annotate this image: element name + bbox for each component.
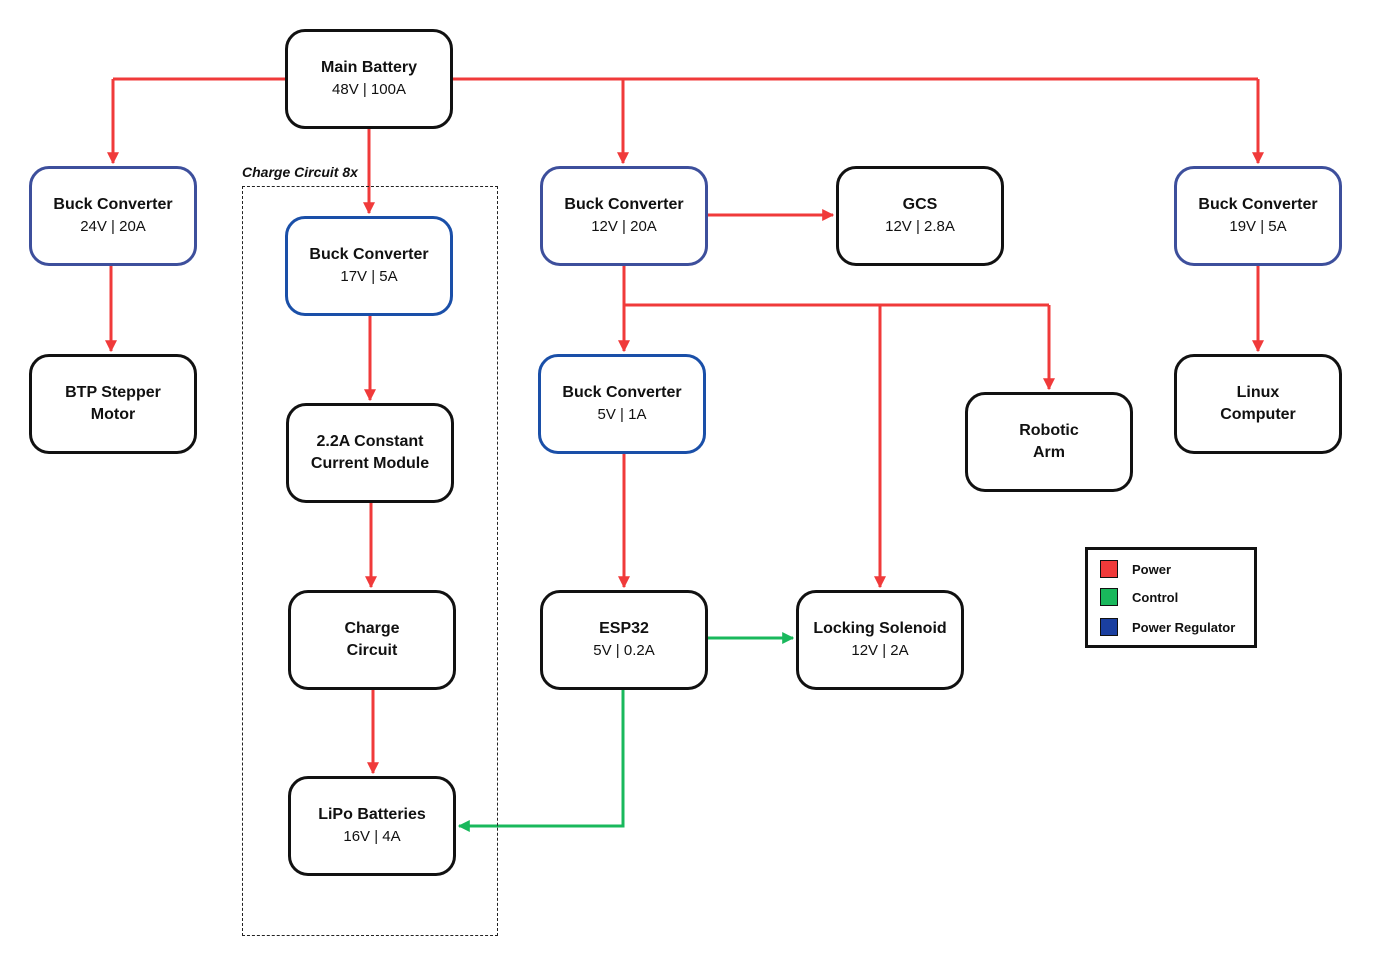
node-spec: 19V | 5A (1229, 218, 1287, 235)
legend-label: Control (1132, 589, 1179, 605)
node-title: Buck Converter (53, 196, 173, 213)
node-spec: 12V | 20A (591, 218, 657, 235)
node-title: Buck Converter (309, 246, 429, 263)
node-spec: 5V | 1A (597, 406, 647, 423)
node-spec: 12V | 2.8A (885, 218, 955, 235)
node-title: Linux Computer (1220, 384, 1296, 423)
linux-computer-node[interactable]: Linux Computer (1174, 354, 1342, 454)
node-spec: 48V | 100A (332, 81, 406, 98)
legend: Power Control Power Regulator (1085, 547, 1257, 648)
control-wire-to-lipo (457, 689, 625, 832)
buck-converter-17v-node[interactable]: Buck Converter 17V | 5A (285, 216, 453, 316)
buck-converter-24v-node[interactable]: Buck Converter 24V | 20A (29, 166, 197, 266)
charge-circuit-group (242, 186, 498, 936)
node-title: Robotic Arm (1019, 422, 1079, 461)
node-title: Buck Converter (562, 384, 682, 401)
node-title: Buck Converter (1198, 196, 1318, 213)
legend-item-power-regulator: Power Regulator (1100, 618, 1235, 636)
legend-swatch (1100, 618, 1118, 636)
legend-item-control: Control (1100, 588, 1178, 606)
node-title: ESP32 (599, 620, 649, 637)
esp32-node[interactable]: ESP32 5V | 0.2A (540, 590, 708, 690)
node-title: Locking Solenoid (813, 620, 947, 637)
buck-converter-12v-node[interactable]: Buck Converter 12V | 20A (540, 166, 708, 266)
node-title: Main Battery (320, 59, 418, 76)
node-spec: 17V | 5A (340, 268, 398, 285)
locking-solenoid-node[interactable]: Locking Solenoid 12V | 2A (796, 590, 964, 690)
node-title: Charge Circuit (344, 620, 400, 659)
node-spec: 12V | 2A (851, 642, 909, 659)
buck-converter-5v-node[interactable]: Buck Converter 5V | 1A (538, 354, 706, 454)
node-title: GCS (902, 196, 938, 213)
constant-current-module-node[interactable]: 2.2A Constant Current Module (286, 403, 454, 503)
charge-circuit-group-label: Charge Circuit 8x (242, 164, 358, 180)
node-title: BTP Stepper Motor (65, 384, 161, 423)
lipo-batteries-node[interactable]: LiPo Batteries 16V | 4A (288, 776, 456, 876)
node-title: 2.2A Constant Current Module (310, 433, 430, 472)
robotic-arm-node[interactable]: Robotic Arm (965, 392, 1133, 492)
legend-swatch (1100, 588, 1118, 606)
legend-swatch (1100, 560, 1118, 578)
node-title: Buck Converter (564, 196, 684, 213)
btp-stepper-motor-node[interactable]: BTP Stepper Motor (29, 354, 197, 454)
main-battery-node[interactable]: Main Battery 48V | 100A (285, 29, 453, 129)
node-spec: 24V | 20A (80, 218, 146, 235)
node-title: LiPo Batteries (318, 806, 426, 823)
legend-label: Power (1132, 561, 1172, 577)
gcs-node[interactable]: GCS 12V | 2.8A (836, 166, 1004, 266)
charge-circuit-node[interactable]: Charge Circuit (288, 590, 456, 690)
buck-converter-19v-node[interactable]: Buck Converter 19V | 5A (1174, 166, 1342, 266)
legend-label: Power Regulator (1132, 619, 1236, 635)
node-spec: 5V | 0.2A (593, 642, 655, 659)
node-spec: 16V | 4A (343, 828, 401, 845)
legend-item-power: Power (1100, 560, 1171, 578)
